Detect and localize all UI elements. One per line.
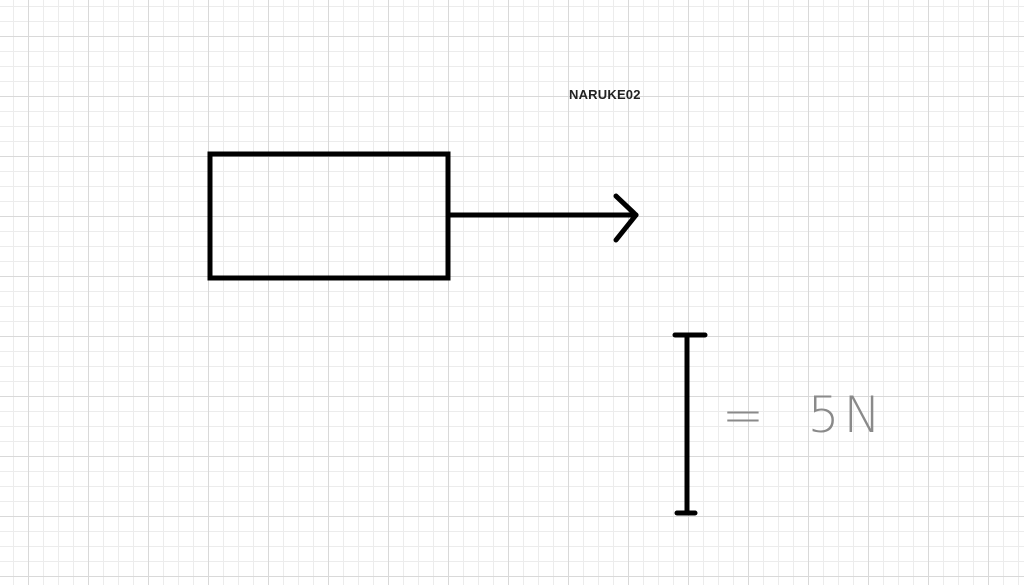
force-arrow-head	[613, 193, 639, 243]
force-arrow	[445, 193, 639, 243]
block-rectangle	[207, 151, 451, 281]
scale-value-label: = 5N	[722, 386, 885, 444]
scale-bar	[672, 332, 708, 516]
watermark-label: NARUKE02	[569, 87, 641, 102]
